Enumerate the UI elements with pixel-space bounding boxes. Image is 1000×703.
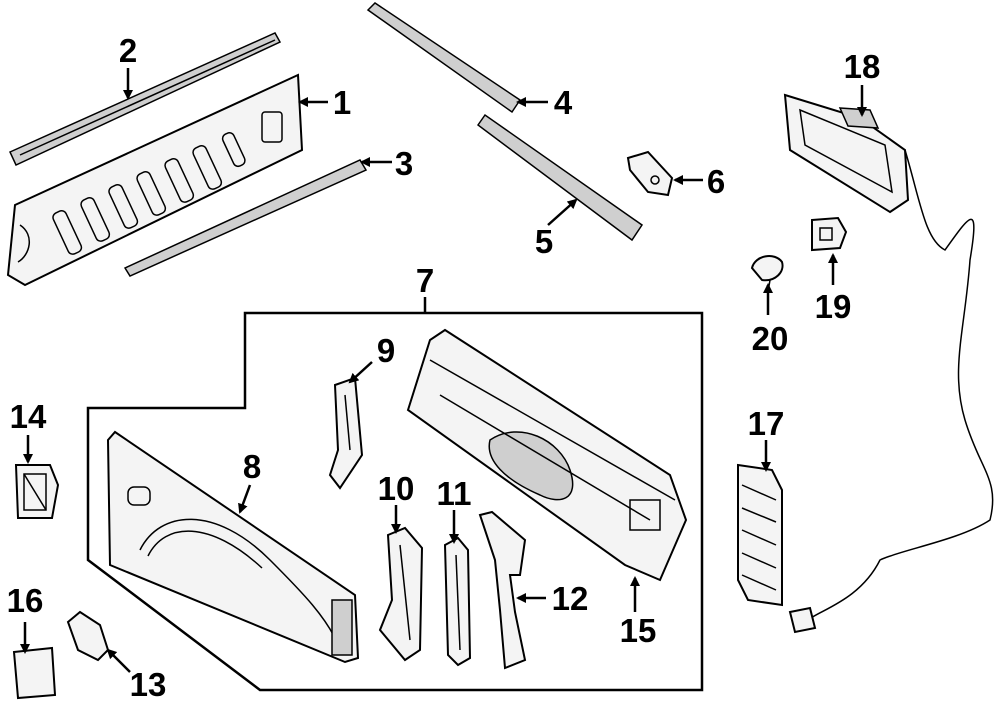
pocket-cap-14 xyxy=(14,464,60,519)
upper-bracket-9 xyxy=(328,376,364,490)
leader-8 xyxy=(238,484,252,514)
callout-4: 4 xyxy=(554,84,573,121)
seal-strip-lower xyxy=(476,113,644,242)
tailgate-panel xyxy=(6,73,304,287)
tailgate-upper-rail xyxy=(9,32,282,166)
callout-16: 16 xyxy=(7,582,44,619)
box-side-panel xyxy=(106,430,360,664)
callout-6: 6 xyxy=(707,163,725,200)
callout-11: 11 xyxy=(437,475,472,512)
callout-20: 20 xyxy=(752,320,789,357)
callout-7: 7 xyxy=(416,262,434,299)
clip-13 xyxy=(66,610,110,662)
callout-2: 2 xyxy=(119,32,137,69)
leader-13 xyxy=(106,648,131,673)
callout-5: 5 xyxy=(535,223,553,260)
callout-9: 9 xyxy=(377,332,395,369)
hinge-bracket xyxy=(626,150,674,197)
latch-bracket-12 xyxy=(478,510,527,670)
reinforcement-10 xyxy=(378,526,424,662)
callout-18: 18 xyxy=(844,48,881,85)
push-pin-20 xyxy=(750,255,784,293)
callout-12: 12 xyxy=(552,580,589,617)
tailgate-lower-rail xyxy=(123,159,368,277)
label-16 xyxy=(12,646,57,700)
reinforcement-11 xyxy=(443,536,472,667)
group-7-outline xyxy=(86,311,704,692)
callout-19: 19 xyxy=(815,288,852,325)
callout-8: 8 xyxy=(243,448,261,485)
callout-3: 3 xyxy=(395,145,413,182)
lamp-harness-18 xyxy=(783,93,994,634)
callout-13: 13 xyxy=(130,666,167,703)
callout-1: 1 xyxy=(333,84,351,121)
seal-strip-upper xyxy=(366,2,522,114)
clip-19 xyxy=(811,216,848,252)
leader-9 xyxy=(348,361,373,384)
callout-10: 10 xyxy=(378,470,415,507)
front-panel-15 xyxy=(406,328,688,582)
leader-5 xyxy=(547,198,578,226)
callout-15: 15 xyxy=(620,612,657,649)
callout-14: 14 xyxy=(10,398,47,435)
callout-17: 17 xyxy=(748,405,785,442)
vent-17 xyxy=(737,463,783,607)
